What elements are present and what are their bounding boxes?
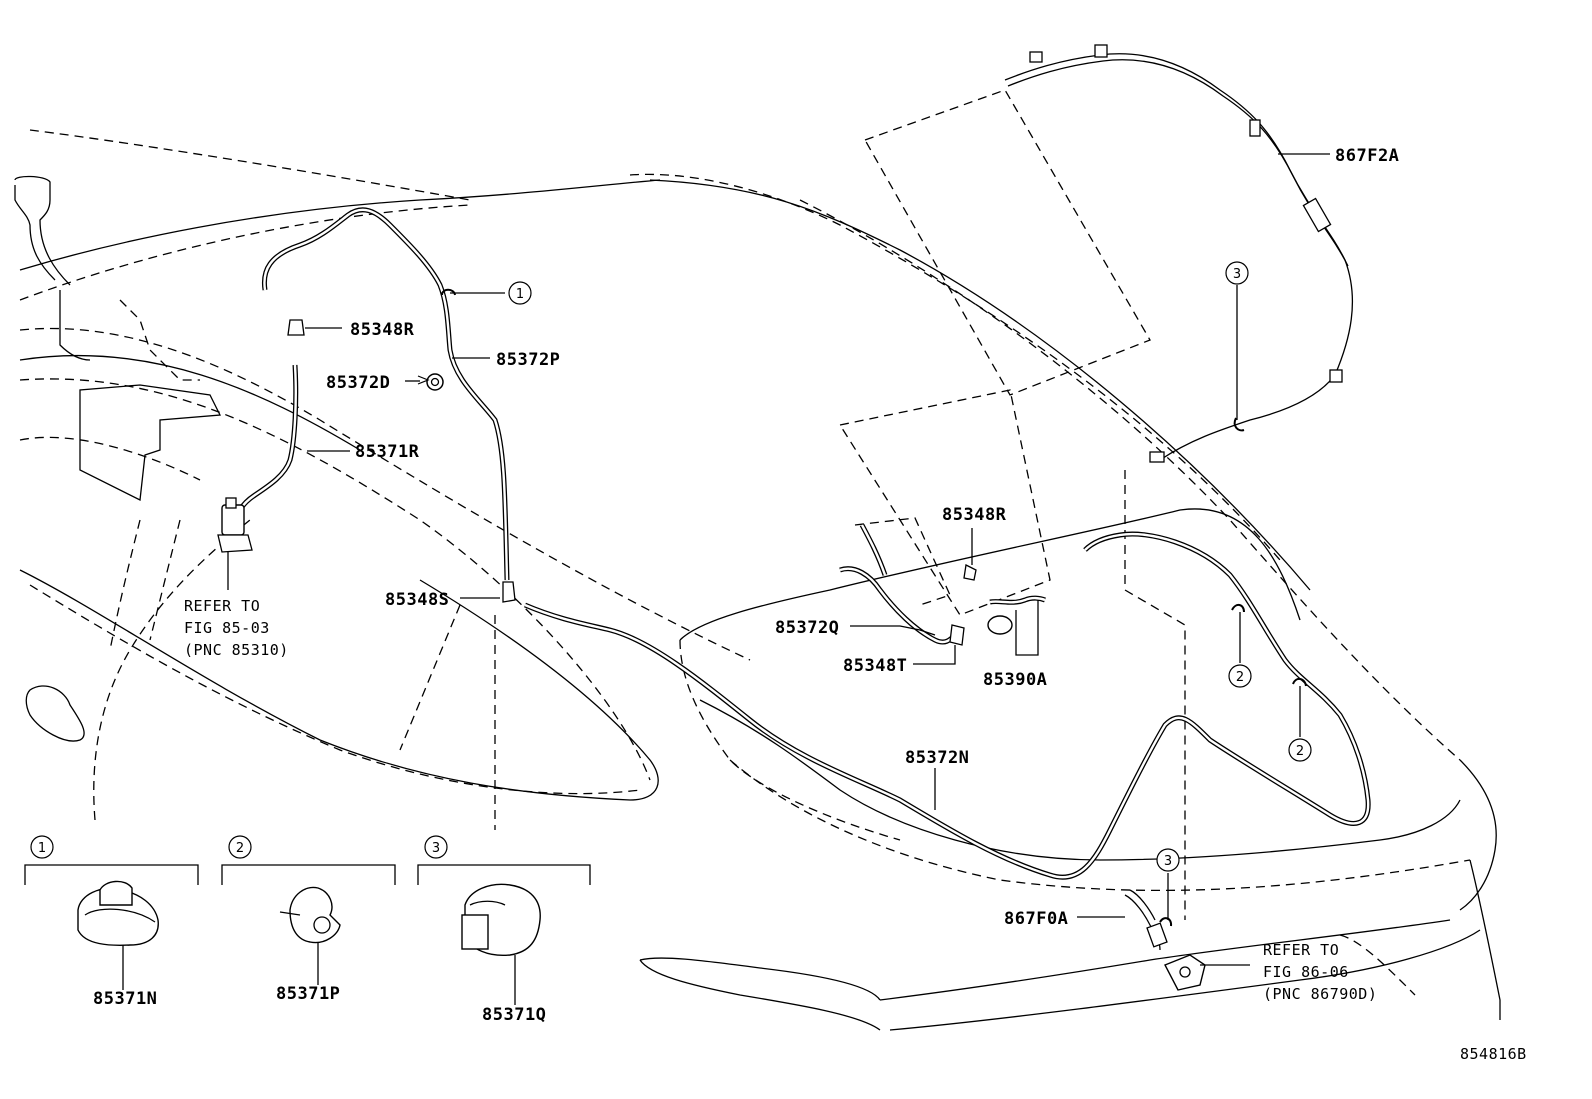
callout-3-lower: 3 [1156,848,1180,872]
car-body-outline [14,129,1501,1031]
label-85348S: 85348S [385,590,449,610]
label-85371P: 85371P [276,984,340,1004]
callout-1-on-hose: 1 [508,281,532,305]
callout-2-a: 2 [1228,664,1252,688]
small-components [217,319,1206,991]
part-labels: 85348R 85372P 85372D 85371R 85348S 867F2… [93,146,1399,1025]
label-85371Q: 85371Q [482,1005,546,1025]
label-85348T: 85348T [843,656,907,676]
svg-text:REFER TO: REFER TO [1263,941,1339,959]
inset-callout-1: 1 [30,835,54,859]
nozzle-icon [963,564,977,581]
callout-circles: 1 3 2 2 3 1 2 3 [30,261,1312,872]
svg-text:2: 2 [236,841,244,856]
svg-text:(PNC 85310): (PNC 85310) [184,641,289,659]
svg-text:REFER TO: REFER TO [184,597,260,615]
svg-text:3: 3 [1164,854,1172,869]
svg-text:1: 1 [516,287,524,302]
check-valve-icon [949,624,965,646]
assembly-guide-lines [838,89,1186,920]
connector-icon [502,581,516,603]
label-85372D: 85372D [326,373,390,393]
label-85348R-mid: 85348R [942,505,1007,525]
label-85372Q: 85372Q [775,618,839,638]
svg-text:3: 3 [432,841,440,856]
label-85371N: 85371N [93,989,157,1009]
washer-hoses [234,207,1371,880]
label-85390A: 85390A [983,670,1047,690]
callout-3-on-cable: 3 [1225,261,1249,285]
clip-markers [441,288,1307,927]
label-867F0A: 867F0A [1004,909,1068,929]
inset-callout-2: 2 [228,835,252,859]
reference-note-camera: REFER TO FIG 86-06 (PNC 86790D) [1263,941,1377,1003]
cable-867F0A [1124,889,1168,951]
camera-icon [1164,954,1206,991]
svg-text:2: 2 [1296,744,1304,759]
clip-85371N-icon [77,880,159,946]
nozzle-icon [287,319,305,336]
svg-text:3: 3 [1233,267,1241,282]
cable-867F2A [1004,44,1354,463]
label-85372N: 85372N [905,748,969,768]
inset-brackets [24,864,591,885]
svg-text:FIG 85-03: FIG 85-03 [184,619,270,637]
callout-2-b: 2 [1288,738,1312,762]
washer-pump-icon [217,497,253,590]
reference-note-pump: REFER TO FIG 85-03 (PNC 85310) [184,597,289,659]
svg-text:(PNC 86790D): (PNC 86790D) [1263,985,1377,1003]
svg-text:FIG 86-06: FIG 86-06 [1263,963,1349,981]
label-867F2A: 867F2A [1335,146,1399,166]
clip-85371Q-icon [461,883,541,957]
figure-id: 854816B [1460,1045,1527,1063]
label-85372P: 85372P [496,350,560,370]
label-85371R: 85371R [355,442,420,462]
leader-lines [122,153,1330,1005]
grommet-icon [426,373,444,391]
svg-text:2: 2 [1236,670,1244,685]
inset-callout-3: 3 [424,835,448,859]
label-85348R-top: 85348R [350,320,415,340]
clip-85371P-icon [279,886,341,944]
svg-text:1: 1 [38,841,46,856]
washer-jet-icon [987,615,1013,635]
